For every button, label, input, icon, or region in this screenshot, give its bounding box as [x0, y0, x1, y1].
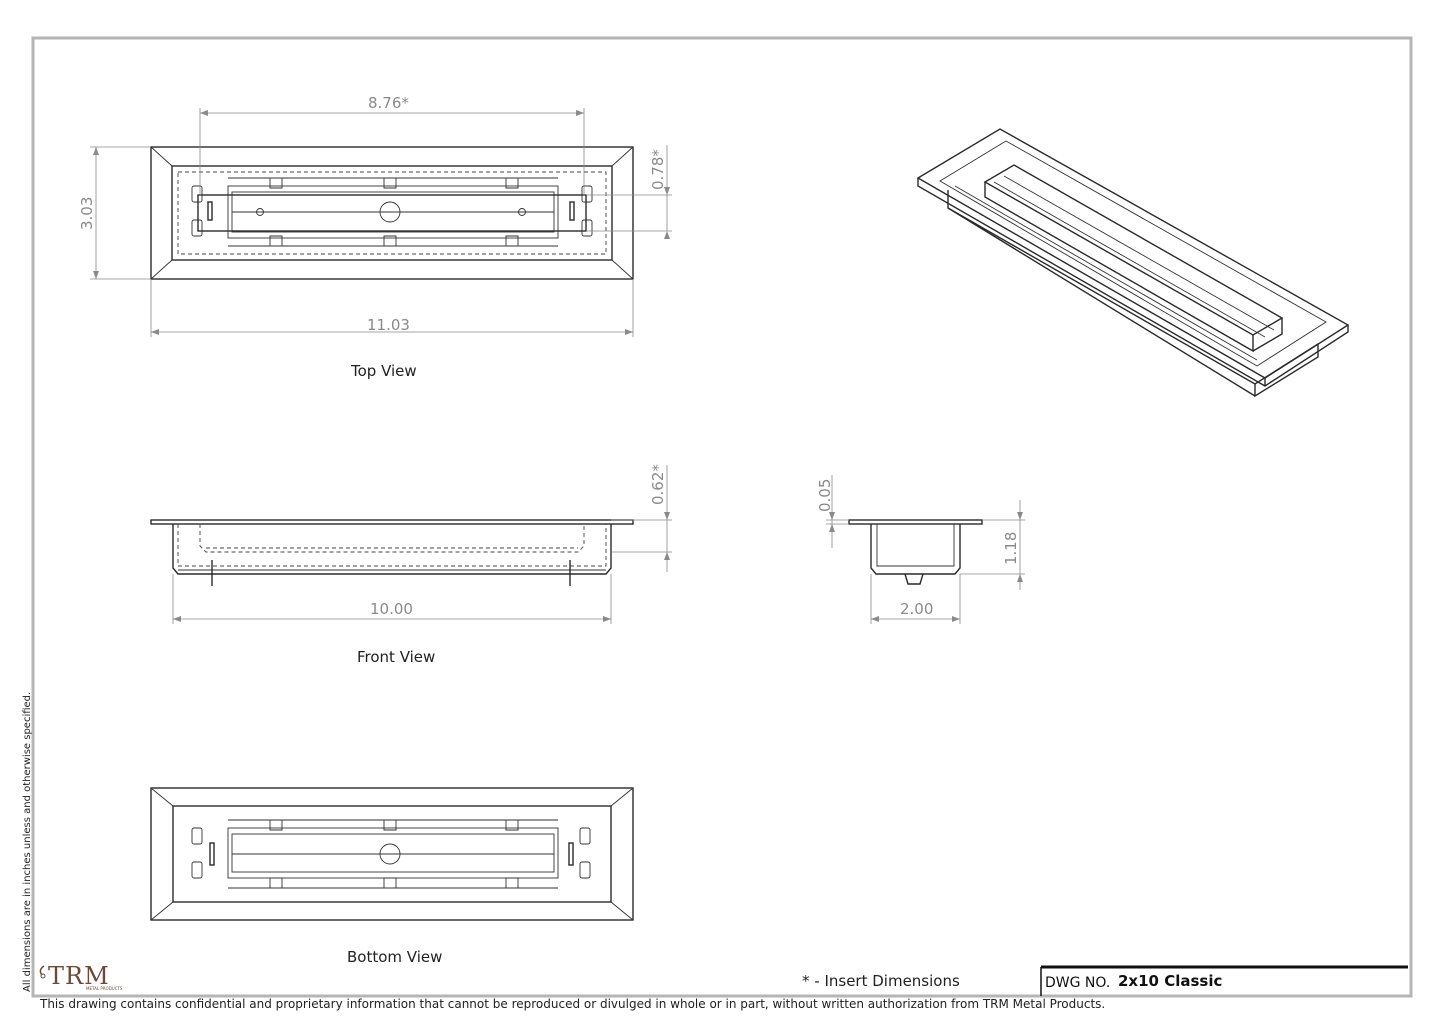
front-view-dimensions	[172, 465, 672, 624]
dwg-number-label: DWG NO.	[1045, 975, 1110, 991]
trm-logo: TRM METAL PRODUCTS	[39, 962, 123, 991]
dim-front-width: 10.00	[370, 600, 413, 618]
dim-top-height: 3.03	[78, 197, 96, 230]
dim-top-overall-width: 11.03	[367, 316, 410, 334]
logo-subtext: METAL PRODUCTS	[86, 986, 123, 991]
top-view-dimensions	[90, 108, 672, 337]
dim-side-flange: 0.05	[816, 479, 834, 512]
top-view-label: Top View	[350, 362, 417, 380]
front-view-label: Front View	[357, 648, 435, 666]
dwg-number-value: 2x10 Classic	[1118, 972, 1222, 990]
insert-dimensions-note: * - Insert Dimensions	[802, 972, 960, 990]
dim-side-height: 1.18	[1002, 532, 1020, 565]
confidentiality-note: This drawing contains confidential and p…	[39, 997, 1105, 1011]
isometric-view	[916, 128, 1350, 398]
dim-top-inner-width: 8.76*	[368, 94, 409, 112]
title-block	[1040, 965, 1408, 996]
side-view-dimensions	[826, 475, 1025, 624]
side-view	[848, 519, 983, 585]
sheet-border	[31, 36, 1413, 998]
logo-text: TRM	[48, 962, 110, 990]
front-view	[150, 519, 634, 586]
dim-top-slot: 0.78*	[649, 149, 667, 190]
units-note: All dimensions are in inches unless and …	[22, 692, 33, 992]
bottom-view	[150, 787, 634, 921]
top-view	[150, 146, 634, 280]
dim-front-depth: 0.62*	[649, 464, 667, 505]
dim-side-width: 2.00	[900, 600, 933, 618]
bottom-view-label: Bottom View	[347, 948, 442, 966]
